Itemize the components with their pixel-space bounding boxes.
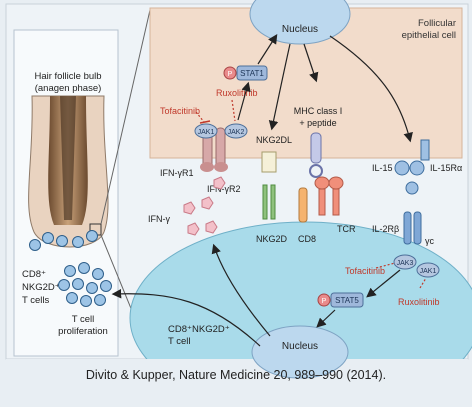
mhc-molecule: [310, 132, 322, 164]
epithelial-label-1: Follicular: [418, 18, 456, 29]
cd8-molecule: [298, 187, 308, 223]
ruxolitinib-top-label: Ruxolitinib: [216, 88, 258, 98]
zoom-line-top: [100, 9, 151, 225]
nkg2dl-label: NKG2DL: [256, 135, 292, 145]
jak1-bottom-badge: [416, 262, 440, 278]
tofacitinib-top-label: Tofacitinib: [160, 106, 200, 116]
phospho-stat5: [317, 293, 331, 307]
il2rb-label: IL-2Rβ: [372, 224, 399, 234]
follicle-label-line2: (anagen phase): [35, 83, 102, 94]
tcell-label-2: T cell: [168, 336, 191, 347]
tcr-molecule: [314, 176, 344, 216]
tofacitinib-bottom-label: Tofacitinib: [345, 266, 385, 276]
jak1-bottom-label: JAK1: [420, 268, 437, 275]
stat1-box: [236, 65, 268, 81]
arrow-nucleus-to-il15: [329, 35, 413, 143]
il15-label: IL-15: [372, 163, 393, 173]
left-tcell-label-3: T cells: [22, 295, 50, 306]
il2rb-chain: [403, 211, 412, 245]
gamma-c-chain: [413, 211, 422, 245]
nkg2d-left: [262, 184, 268, 220]
jak1-top-label: JAK1: [198, 129, 215, 136]
ruxolitinib-bottom-label: Ruxolitinib: [398, 297, 440, 307]
hair-follicle-illustration: [28, 95, 109, 248]
nkg2dl-molecule: [261, 151, 277, 173]
mhc-label-2: + peptide: [299, 118, 336, 128]
arrow-stat1-to-nucleus: [257, 33, 278, 65]
arrow-nucleus-to-ifng: [211, 243, 271, 337]
nucleus-bottom-label: Nucleus: [282, 341, 318, 352]
jak3-label: JAK3: [397, 260, 414, 267]
figure-caption: Divito & Kupper, Nature Medicine 20, 989…: [85, 368, 387, 382]
arrow-nucleus-to-nkg2dl: [268, 43, 291, 131]
arrow-jak-to-stat5: [366, 269, 401, 298]
cd8-label: CD8: [298, 234, 316, 244]
arrow-stat5-to-nucleus: [316, 309, 336, 328]
jak3-badge: [393, 254, 417, 270]
tcell-label-1: CD8⁺NKG2D⁺: [168, 324, 230, 335]
epithelial-cell: [149, 7, 463, 159]
tcr-label: TCR: [337, 224, 356, 234]
il15-complex: [394, 139, 430, 176]
jak2-label: JAK2: [228, 129, 245, 136]
il15ra-label: IL-15Rα: [430, 163, 462, 173]
peptide: [309, 164, 323, 178]
tofacitinib-top-bar: [199, 120, 211, 124]
gamma-c-label: γc: [425, 236, 435, 246]
left-tcell-label-1: CD8⁺: [22, 269, 46, 280]
stat5-label: STAT5: [335, 296, 359, 305]
phospho-stat5-label: P: [322, 298, 327, 305]
il15-bound: [405, 181, 419, 195]
arrow-nucleus-to-mhc: [303, 43, 319, 83]
proliferation-label-2: proliferation: [58, 326, 108, 337]
ruxolitinib-bottom-inhibition: [419, 277, 427, 289]
nkg2d-right: [270, 184, 276, 220]
proliferating-t-cells: [58, 262, 112, 307]
ifngr1-label: IFN-γR1: [160, 168, 194, 178]
phospho-stat1: [223, 66, 237, 80]
nkg2d-label: NKG2D: [256, 234, 288, 244]
tofacitinib-bottom-inhibition: [375, 262, 396, 269]
jak2-badge: [224, 123, 248, 139]
nucleus-top: [249, 0, 351, 45]
ruxolitinib-top-inhibition: [231, 99, 236, 122]
ifn-gamma-label: IFN-γ: [148, 214, 170, 224]
mhc-label-1: MHC class I: [294, 106, 343, 116]
follicle-label-line1: Hair follicle bulb: [34, 71, 101, 82]
stat5-box: [330, 292, 364, 308]
caption-area: [6, 359, 468, 402]
ifngr2-label: IFN-γR2: [207, 184, 241, 194]
nucleus-bottom: [251, 325, 349, 379]
epithelial-label-2: epithelial cell: [402, 30, 456, 41]
arrow-jak-to-stat1: [237, 81, 251, 121]
stat1-label: STAT1: [240, 69, 264, 78]
nucleus-top-label: Nucleus: [282, 24, 318, 35]
follicle-t-cells: [29, 230, 98, 251]
left-tcell-label-2: NKG2D⁺: [22, 282, 60, 293]
proliferation-label-1: T cell: [72, 314, 95, 325]
phospho-stat1-label: P: [228, 71, 233, 78]
jak1-top-badge: [194, 123, 218, 139]
arrow-to-proliferation: [111, 288, 261, 347]
ifn-gamma-molecules: [183, 176, 226, 236]
